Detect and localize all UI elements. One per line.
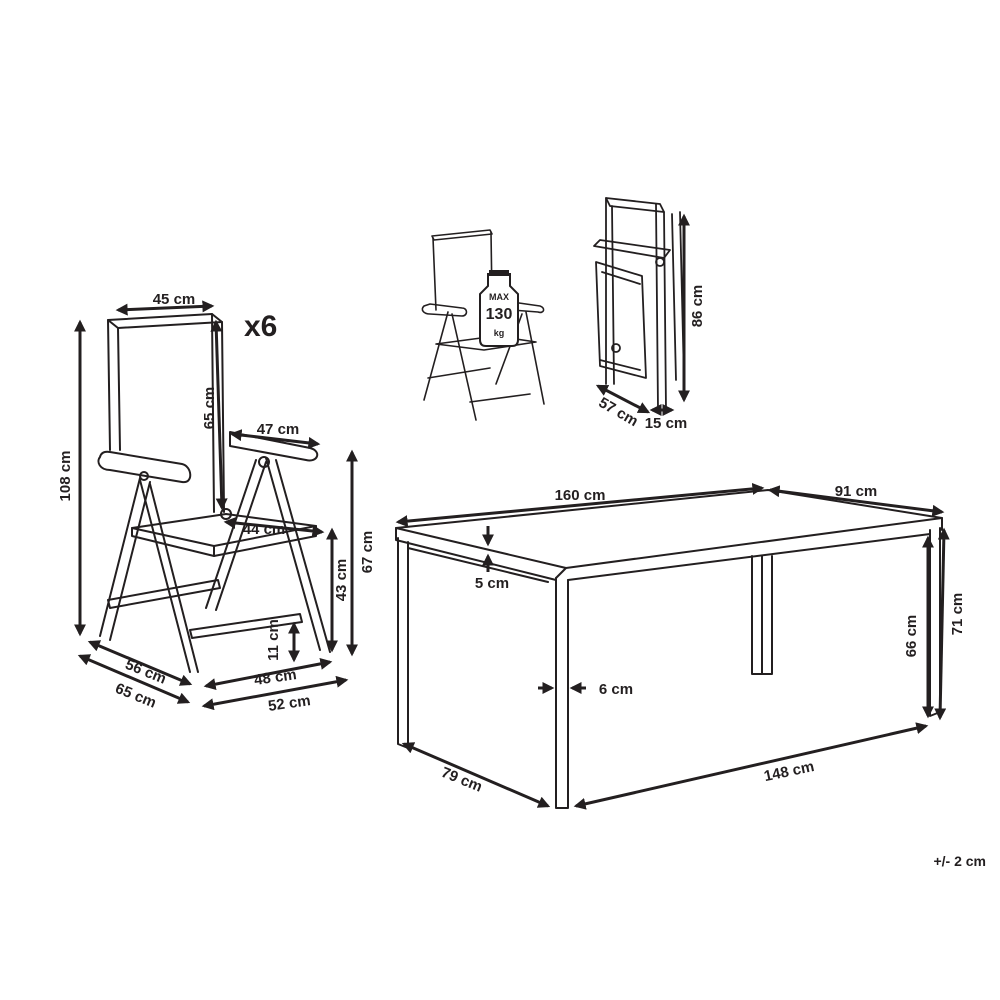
quantity-label: x6: [244, 310, 277, 343]
back-width-label: 45 cm: [153, 291, 196, 308]
folded-chair-dimension-lines: [595, 213, 690, 416]
seat-height-label: 43 cm: [333, 559, 350, 602]
back-height-label: 65 cm: [201, 387, 218, 430]
armrest-length-label: 47 cm: [257, 421, 300, 438]
chair-dimension-lines: [74, 300, 358, 711]
table-length-label: 160 cm: [555, 487, 606, 504]
folded-thickness-label: 15 cm: [645, 415, 688, 432]
table-leg-width-label: 6 cm: [599, 681, 633, 698]
folded-height-label: 86 cm: [689, 285, 706, 328]
load-max-label: MAX: [489, 292, 509, 302]
table-height-label: 71 cm: [949, 593, 966, 636]
chair-drawing: [97, 313, 331, 673]
table-top-thickness-label: 5 cm: [475, 575, 509, 592]
base-width-inner-label: 48 cm: [253, 666, 297, 689]
table-drawing: [395, 489, 943, 809]
total-height-label: 108 cm: [57, 451, 74, 502]
folded-depth-label: 57 cm: [596, 394, 641, 430]
tolerance-note: +/- 2 cm: [933, 853, 986, 869]
footrest-height-label: 11 cm: [265, 619, 282, 661]
table-width-label: 91 cm: [835, 483, 878, 500]
folded-chair-drawing: [593, 197, 685, 411]
total-depth-label: 65 cm: [113, 680, 159, 712]
load-value-label: 130: [486, 306, 513, 323]
armrest-height-label: 67 cm: [359, 531, 376, 574]
seat-width-label: 44 cm: [243, 521, 286, 538]
load-unit-label: kg: [494, 328, 505, 338]
load-weight-icon: [479, 270, 519, 347]
table-clearance-label: 66 cm: [903, 615, 920, 658]
base-width-outer-label: 52 cm: [267, 692, 311, 715]
table-dimension-lines: [395, 482, 950, 810]
